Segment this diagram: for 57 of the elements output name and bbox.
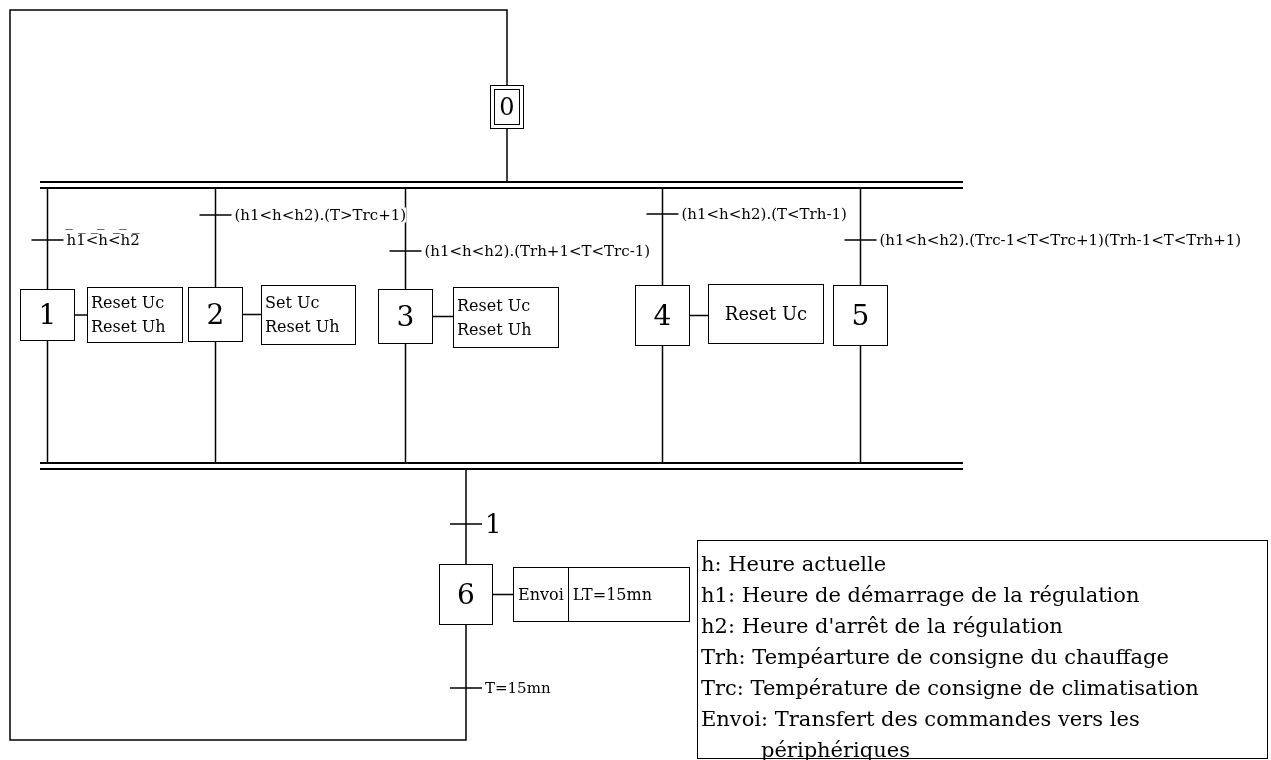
link-line <box>859 345 862 463</box>
step-number: 0 <box>499 95 515 119</box>
definition-text: h2: Heure d'arrêt de la régulation <box>701 613 1064 640</box>
action-text: LT=15mn <box>567 568 656 621</box>
transition-link <box>645 188 680 286</box>
initial-step-box <box>490 85 524 129</box>
step-box <box>20 289 75 341</box>
transition-condition: (h1<h<h2).(Trc-1<T<Trc+1)(Trh-1<T<Trh+1) <box>879 232 1242 248</box>
action-text: Reset Uh <box>91 316 166 338</box>
action-text: Envoi <box>517 583 565 606</box>
link-line <box>661 345 664 463</box>
link-line <box>214 341 217 463</box>
step-box <box>833 285 888 346</box>
transition-condition: (h1<h<h2).(Trh+1<T<Trc-1) <box>424 243 651 259</box>
action-box <box>261 285 356 345</box>
step-box <box>439 564 493 625</box>
action-box <box>708 284 824 344</box>
link-line <box>506 128 508 182</box>
transition-condition: (h1<h<h2).(T>Trc+1) <box>234 207 407 223</box>
step-box <box>188 287 243 342</box>
action-box <box>453 287 559 348</box>
step-number: 4 <box>653 301 672 330</box>
definition-text: Trc: Température de consigne de climatisation <box>701 675 1200 702</box>
action-box <box>87 287 183 343</box>
step-number: 2 <box>206 300 225 329</box>
transition-link <box>30 188 65 290</box>
parallel-bar <box>40 181 963 189</box>
step-number: 6 <box>457 580 475 609</box>
step-number: 5 <box>851 301 870 330</box>
transition-link <box>198 188 233 288</box>
action-text: Reset Uc <box>724 302 808 326</box>
definition-text: h: Heure actuelle <box>701 551 888 578</box>
link-line <box>74 314 88 316</box>
transition-condition: T=15mn <box>485 680 551 696</box>
definitions-box <box>697 540 1268 759</box>
step-number: 1 <box>38 301 57 329</box>
transition-condition: (h1<h<h2).(T<Trh-1) <box>681 206 847 222</box>
step-box <box>378 289 433 344</box>
transition-link <box>843 188 878 286</box>
definition-text: h1: Heure de démarrage de la régulation <box>701 582 1141 609</box>
action-box <box>513 567 690 622</box>
transition-link <box>9 9 508 741</box>
action-text: Reset Uc <box>457 294 531 317</box>
action-text: Set Uc <box>265 292 320 314</box>
link-line <box>46 340 49 463</box>
link-line <box>404 343 407 463</box>
transition-link <box>388 188 423 290</box>
action-text: Reset Uh <box>457 318 532 341</box>
step-box <box>635 285 690 346</box>
parallel-bar <box>40 462 963 470</box>
transition-link <box>449 469 483 565</box>
link-line <box>432 315 454 318</box>
step-number: 3 <box>396 302 415 331</box>
action-text: Reset Uc <box>91 292 165 314</box>
definition-text: Trh: Tempéarture de consigne du chauffage <box>701 644 1170 671</box>
action-text: Reset Uh <box>265 316 340 338</box>
link-line <box>492 593 514 596</box>
